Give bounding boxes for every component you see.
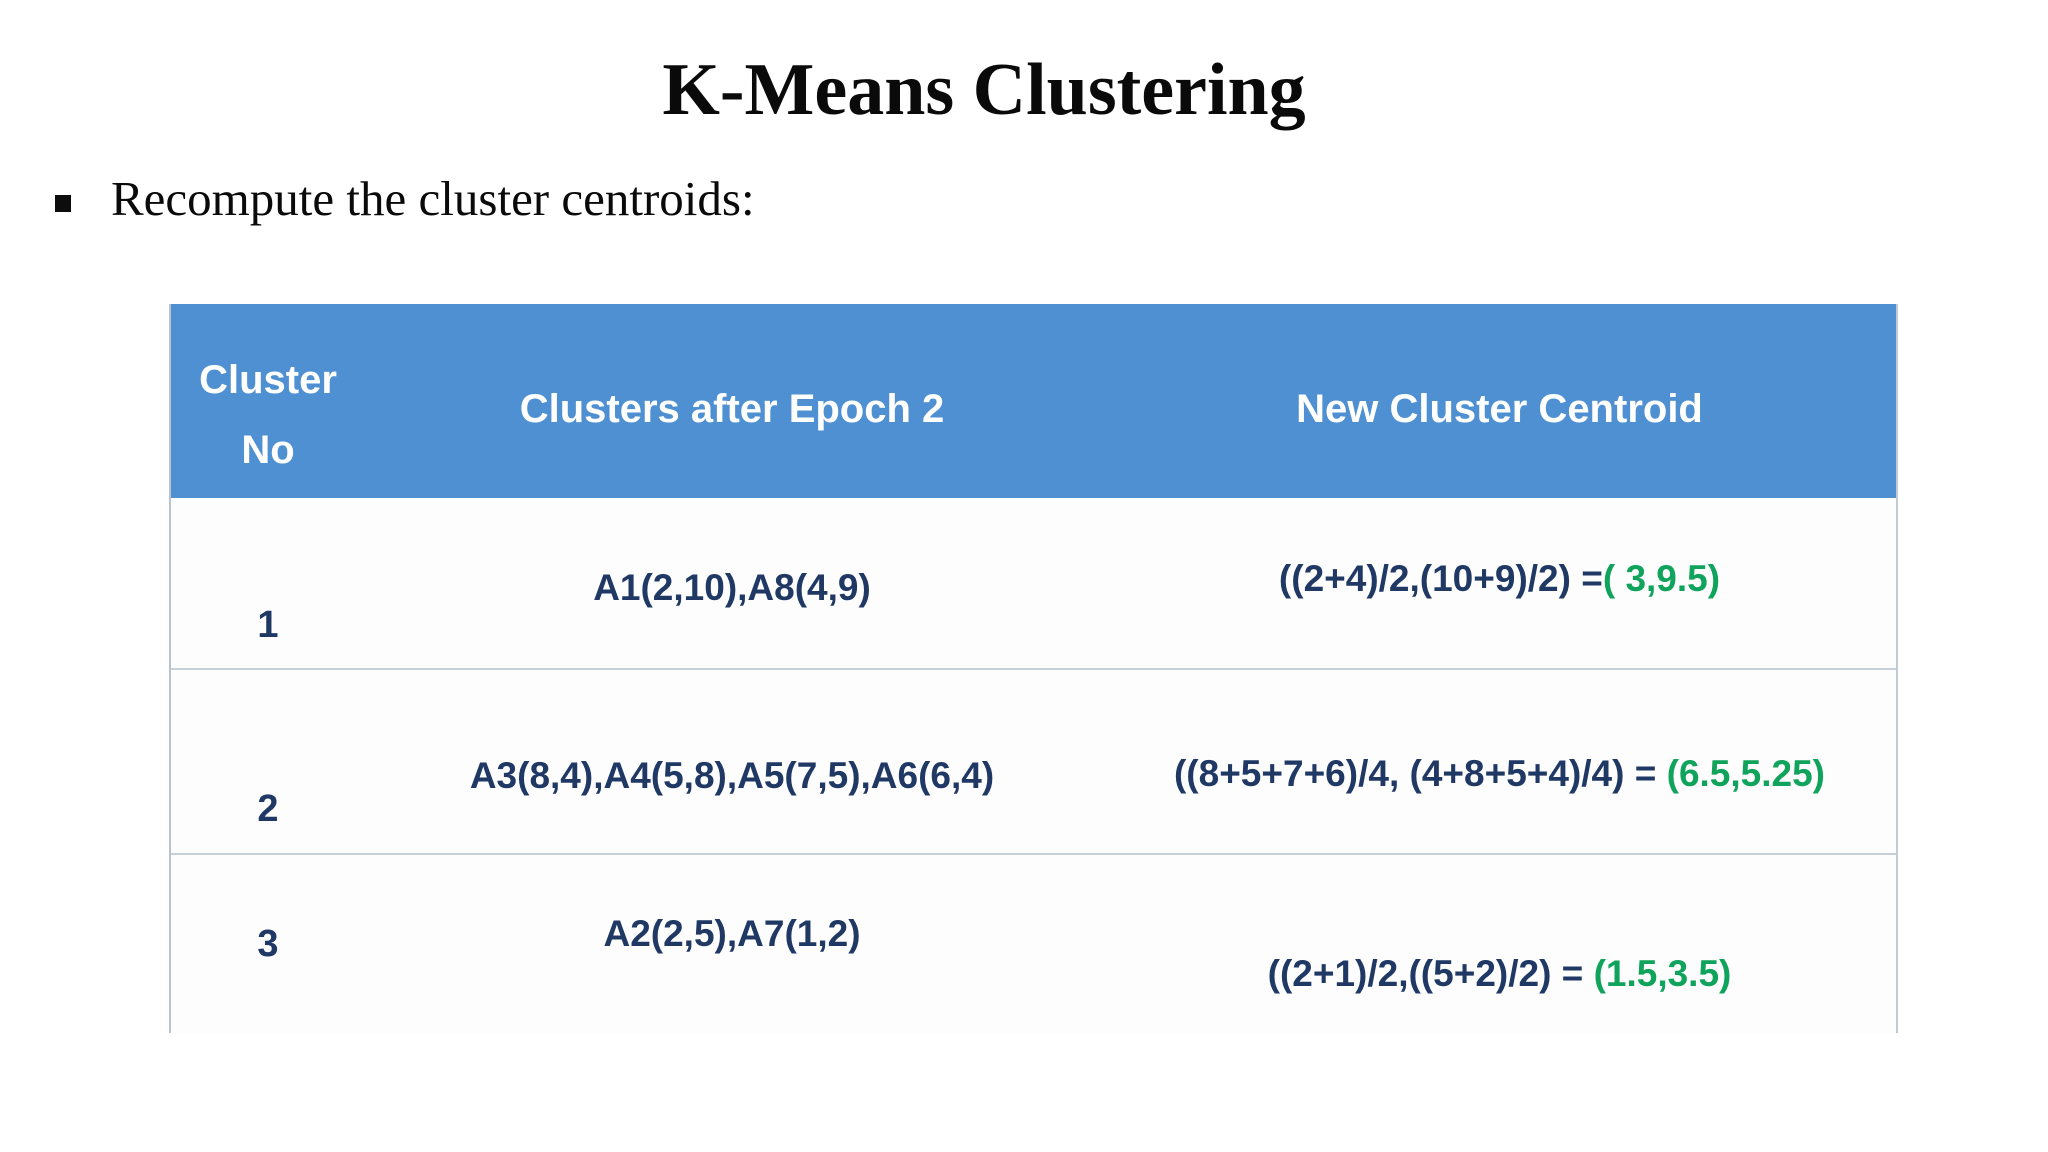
row-1-cluster-no: 1 — [257, 603, 279, 646]
row-2-new-centroid: ((8+5+7+6)/4, (4+8+5+4)/4) = (6.5,5.25) — [1099, 682, 1900, 865]
row-3-centroid-result: (1.5,3.5) — [1593, 953, 1732, 994]
table-row: 3 A2(2,5),A7(1,2) ((2+1)/2,((5+2)/2) = (… — [171, 853, 1896, 1033]
cluster-centroid-table: Cluster No Clusters after Epoch 2 New Cl… — [169, 304, 1898, 1033]
row-3-cluster-members: A2(2,5),A7(1,2) — [603, 913, 861, 954]
row-1-new-centroid: ((2+4)/2,(10+9)/2) =( 3,9.5) — [1099, 494, 1900, 664]
header-new-cluster-centroid: New Cluster Centroid — [1296, 387, 1703, 431]
row-2-cluster-members: A3(8,4),A4(5,8),A5(7,5),A6(6,4) — [469, 754, 995, 796]
row-3-cluster-no: 3 — [257, 922, 279, 965]
row-2-centroid-expression: ((8+5+7+6)/4, (4+8+5+4)/4) = — [1173, 752, 1667, 794]
table-row: 1 A1(2,10),A8(4,9) ((2+4)/2,(10+9)/2) =(… — [171, 498, 1896, 668]
table-row: 2 A3(8,4),A4(5,8),A5(7,5),A6(6,4) ((8+5+… — [171, 668, 1896, 853]
row-3-new-centroid: ((2+1)/2,((5+2)/2) = (1.5,3.5) — [1099, 885, 1900, 1063]
row-2-cluster-no: 2 — [257, 788, 279, 830]
header-cluster-no: Cluster No — [199, 358, 337, 472]
bullet-text: Recompute the cluster centroids: — [111, 171, 755, 226]
table-header-row: Cluster No Clusters after Epoch 2 New Cl… — [171, 304, 1896, 498]
row-1-centroid-result: ( 3,9.5) — [1602, 558, 1721, 599]
row-2-centroid-result: (6.5,5.25) — [1666, 752, 1825, 794]
row-1-cluster-members: A1(2,10),A8(4,9) — [593, 567, 871, 608]
header-clusters-after-epoch-2: Clusters after Epoch 2 — [519, 387, 945, 431]
bullet-square-icon — [55, 195, 71, 212]
page-title: K-Means Clustering — [662, 49, 1306, 131]
bullet-line: Recompute the cluster centroids: — [55, 170, 755, 227]
row-1-centroid-expression: ((2+4)/2,(10+9)/2) = — [1278, 558, 1603, 599]
row-3-centroid-expression: ((2+1)/2,((5+2)/2) = — [1267, 953, 1594, 994]
